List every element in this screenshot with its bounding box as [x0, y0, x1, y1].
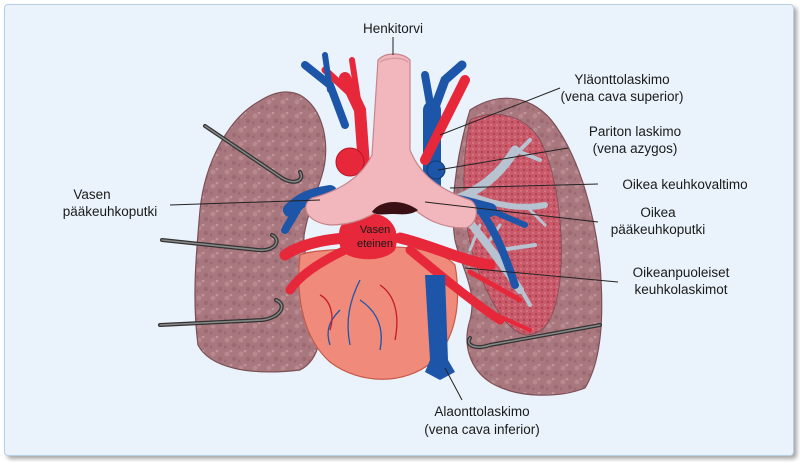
label-svc-line2: (vena cava superior) [560, 89, 683, 104]
vena-cava-inferior [425, 275, 455, 380]
coronary-vessels [319, 279, 398, 351]
carina [372, 201, 418, 215]
label-left-atrium-line1: Vasen [360, 224, 390, 236]
left-veins-top [301, 52, 349, 129]
label-trachea: Henkitorvi [363, 21, 423, 36]
label-left-bronchus-line2: pääkeuhkoputki [63, 204, 158, 219]
label-azygos-line2: (vena azygos) [593, 141, 678, 156]
label-azygos-line1: Pariton laskimo [589, 124, 681, 139]
label-svc-line1: Yläonttolaskimo [574, 72, 669, 87]
trachea-ring [379, 57, 409, 63]
label-ivc-line1: Alaonttolaskimo [434, 404, 529, 419]
vena-azygos [426, 160, 446, 180]
leader-lines [169, 37, 619, 401]
lung-retractors [158, 124, 602, 349]
label-right-bronchus-line1: Oikea [640, 205, 676, 220]
label-ivc-line2: (vena cava inferior) [424, 422, 540, 437]
label-left-atrium-line2: eteinen [357, 238, 393, 250]
left-atrium [338, 213, 397, 260]
label-left-bronchus-line1: Vasen [73, 187, 110, 202]
right-pulmonary-veins [394, 232, 532, 332]
label-right-bronchus-line2: pääkeuhkoputki [611, 222, 706, 237]
label-right-pulmonary-veins-line1: Oikeanpuoleiset [633, 265, 730, 280]
left-pulmonary-veins [279, 232, 351, 295]
label-right-pulmonary-artery: Oikea keuhkovaltimo [622, 177, 747, 192]
label-right-pulmonary-veins-line2: keuhkolaskimot [634, 282, 727, 297]
aortic-knob [335, 147, 365, 177]
